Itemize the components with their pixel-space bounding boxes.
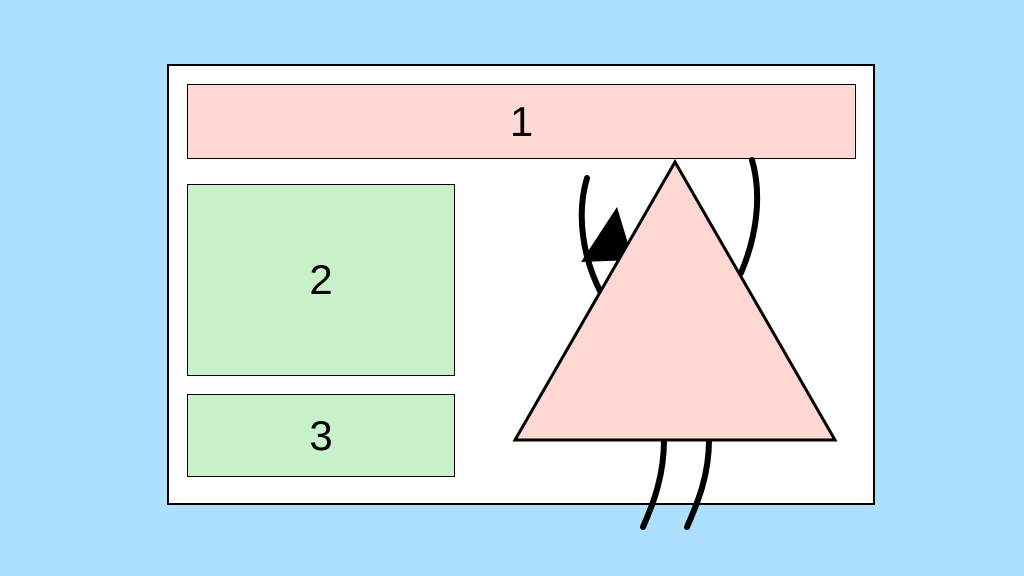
left-panel-bottom-label: 3 — [309, 411, 333, 459]
character-right-arm — [738, 157, 761, 276]
left-panel-bottom: 3 — [187, 394, 455, 477]
character-hand-triangle — [581, 207, 633, 262]
header-block-label: 1 — [509, 97, 534, 145]
character-triangle-body — [512, 158, 838, 442]
left-panel-top: 2 — [187, 184, 455, 376]
character-right-leg — [684, 437, 712, 530]
header-block: 1 — [187, 84, 856, 159]
character-left-leg — [640, 437, 667, 530]
left-panel-top-label: 2 — [309, 256, 333, 303]
character-left-arm — [578, 175, 604, 296]
